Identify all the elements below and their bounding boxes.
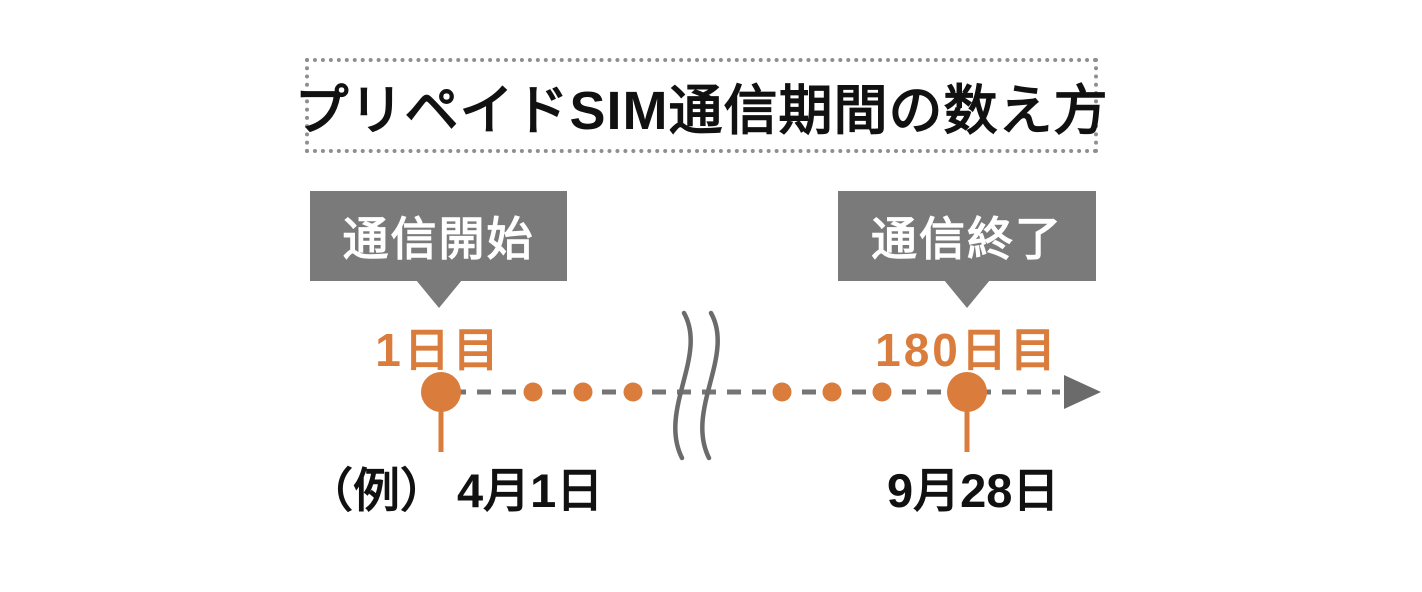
start-date-label: （例）4月1日 — [306, 452, 603, 521]
diagram-title: プリペイドSIM通信期間の数え方 — [294, 81, 1109, 141]
timeline-dot — [822, 382, 842, 402]
start-day-marker — [421, 372, 461, 412]
callout-start: 通信開始 — [310, 191, 567, 308]
callout-end-label: 通信終了 — [871, 213, 1063, 265]
day-start-label: 1日目 — [375, 324, 502, 376]
callout-start-label: 通信開始 — [342, 213, 535, 265]
timeline-dot — [623, 382, 643, 402]
start-date-text: 4月1日 — [457, 464, 604, 517]
timeline-dot — [523, 382, 543, 402]
day-end-label: 180日目 — [875, 324, 1059, 376]
callout-end: 通信終了 — [838, 191, 1096, 308]
timeline-dot — [573, 382, 593, 402]
callout-start-tail — [415, 280, 462, 308]
end-date-label: 9月28日 — [887, 464, 1060, 517]
end-day-marker — [947, 372, 987, 412]
timeline-break-line-1 — [673, 310, 693, 461]
timeline-arrowhead — [1064, 375, 1101, 409]
timeline-dot — [772, 382, 792, 402]
title-box: プリペイドSIM通信期間の数え方 — [295, 58, 1108, 153]
timeline-dot — [872, 382, 892, 402]
callout-end-tail — [944, 280, 990, 308]
example-prefix: （例） — [306, 464, 447, 517]
timeline-break-line-2 — [700, 310, 720, 461]
